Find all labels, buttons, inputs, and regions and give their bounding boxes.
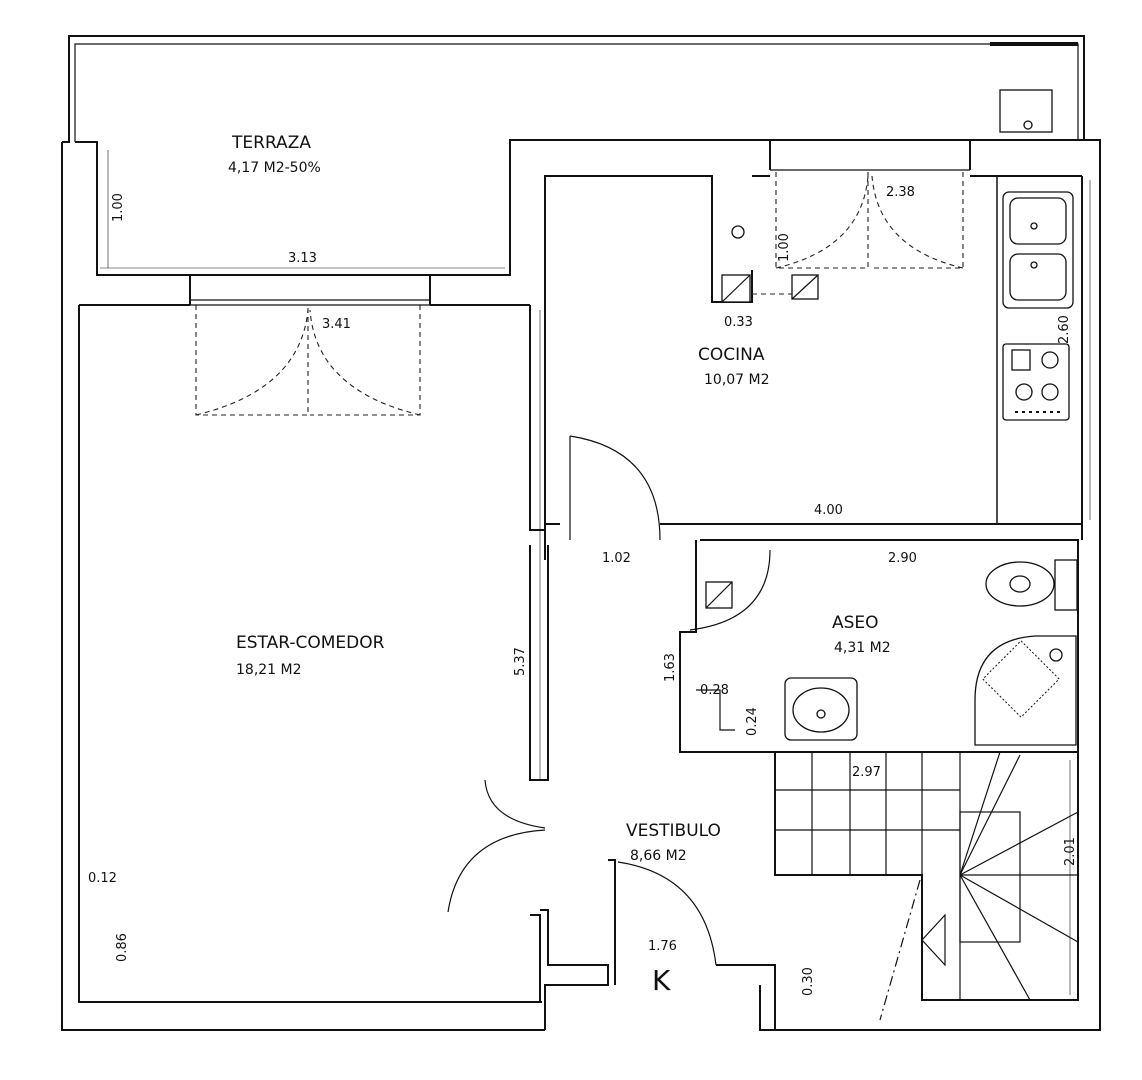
dim-wall-086: 0.86	[115, 933, 130, 962]
room-labels: TERRAZA 4,17 M2-50% COCINA 10,07 M2 ESTA…	[228, 133, 891, 864]
dim-aseo-step-depth: 0.24	[745, 707, 760, 736]
room-name-vestibulo: VESTIBULO	[626, 821, 721, 841]
room-area-cocina: 10,07 M2	[704, 372, 770, 388]
room-area-aseo: 4,31 M2	[834, 640, 891, 656]
doors	[195, 172, 964, 966]
walls	[61, 35, 1101, 1031]
dim-wall-012: 0.12	[88, 871, 117, 886]
room-area-terraza: 4,17 M2-50%	[228, 160, 321, 176]
fixtures	[705, 89, 1079, 1021]
dim-duct: 0.33	[724, 315, 753, 330]
room-name-terraza: TERRAZA	[231, 133, 311, 153]
dim-aseo-depth: 1.63	[663, 653, 678, 682]
dim-aseo-width: 2.90	[888, 551, 917, 566]
kitchen-sink-icon	[1002, 191, 1074, 309]
shower-icon	[974, 635, 1077, 746]
dim-stair-width: 2.97	[852, 765, 881, 780]
cooktop-icon	[1002, 343, 1070, 421]
dim-entrance-width: 1.76	[648, 939, 677, 954]
dim-door-cocina: 1.02	[602, 551, 631, 566]
dim-cocina-window: 2.38	[886, 185, 915, 200]
dimension-labels: 1.00 3.13 3.41 0.33 1.00 2.38 2.60 4.00 …	[88, 185, 1078, 996]
room-name-estar: ESTAR-COMEDOR	[236, 633, 385, 653]
room-area-vestibulo: 8,66 M2	[630, 848, 687, 864]
drain-icon	[731, 225, 745, 239]
dim-wall-030: 0.30	[801, 967, 816, 996]
dim-terraza-width: 3.13	[288, 251, 317, 266]
washbasin-icon	[784, 677, 858, 741]
toilet-icon	[985, 559, 1078, 611]
dim-cocina-window-depth: 1.00	[777, 233, 792, 262]
dim-stair-depth: 2.01	[1063, 837, 1078, 866]
room-name-cocina: COCINA	[698, 345, 765, 365]
dim-terraza-depth: 1.00	[111, 193, 126, 222]
dim-aseo-step: 0.28	[700, 683, 729, 698]
entrance-mark: K	[652, 964, 671, 997]
room-name-aseo: ASEO	[832, 613, 879, 633]
dim-cocina-depth: 2.60	[1057, 315, 1072, 344]
room-area-estar: 18,21 M2	[236, 662, 302, 678]
dim-estar-depth: 5.37	[513, 647, 528, 676]
dim-estar-window: 3.41	[322, 317, 351, 332]
staircase-icon	[775, 751, 1079, 1021]
dimension-lines	[100, 150, 1091, 995]
dim-cocina-width: 4.00	[814, 503, 843, 518]
